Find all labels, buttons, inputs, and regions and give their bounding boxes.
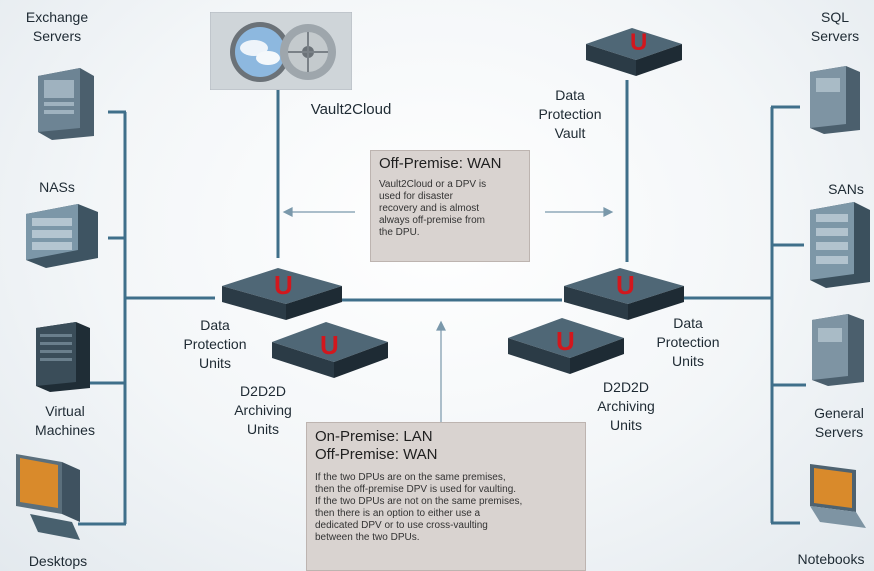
notebook-icon (810, 464, 866, 528)
desktops-label: Desktops (28, 553, 88, 569)
general-server-icon (812, 314, 864, 386)
san-icon (810, 202, 870, 288)
nas-label: NASs (39, 179, 75, 195)
arrows (282, 207, 614, 422)
svg-text:U: U (630, 29, 647, 56)
data-protection-vault-icon: U (586, 28, 682, 76)
lan-box-title-2: Off-Premise: WAN (315, 446, 438, 463)
wan-box-body: Vault2Cloud or a DPV is used for disaste… (379, 179, 487, 238)
nas-icon (26, 204, 98, 268)
left-d2d2d-icon: U (272, 322, 388, 378)
svg-text:U: U (320, 330, 339, 360)
lan-info-box: On-Premise: LAN Off-Premise: WAN If the … (306, 422, 586, 571)
notebooks-label: Notebooks (797, 551, 865, 567)
svg-text:U: U (556, 326, 575, 356)
lan-box-body: If the two DPUs are on the same premises… (315, 472, 523, 543)
svg-text:U: U (274, 270, 293, 300)
lan-box-title-1: On-Premise: LAN (315, 428, 433, 445)
svg-text:U: U (616, 270, 635, 300)
exchange-server-icon (38, 68, 94, 140)
sans-label: SANs (828, 181, 864, 197)
virtual-machine-icon (36, 322, 90, 392)
left-dpu-icon: U (222, 268, 342, 320)
right-dpu-icon: U (564, 268, 684, 320)
wan-box-title: Off-Premise: WAN (379, 155, 502, 172)
sql-server-icon (810, 66, 860, 134)
wan-info-box: Off-Premise: WAN Vault2Cloud or a DPV is… (370, 150, 530, 262)
desktop-icon (16, 454, 80, 540)
right-d2d2d-icon: U (508, 318, 624, 374)
vault2cloud-icon (210, 12, 352, 90)
vault2cloud-label: Vault2Cloud (310, 101, 392, 118)
